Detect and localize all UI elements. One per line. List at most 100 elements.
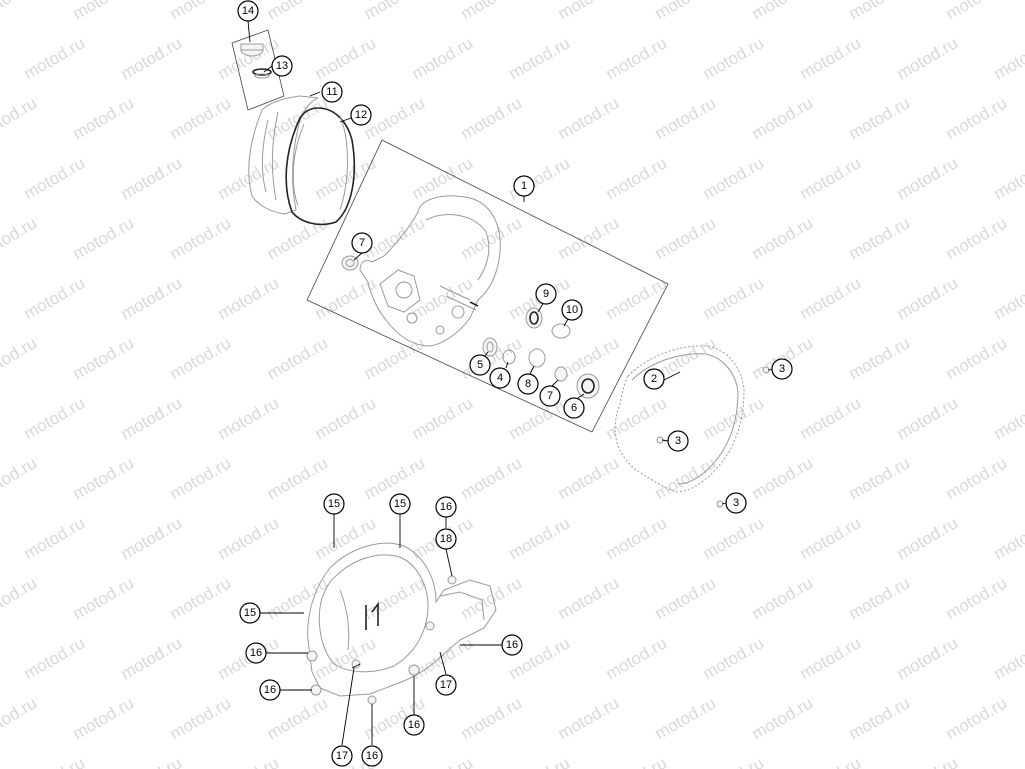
watermark-text: motod.ru (118, 273, 186, 323)
watermark-text: motod.ru (603, 273, 671, 323)
watermark-text: motod.ru (118, 633, 186, 683)
watermark-text: motod.ru (555, 453, 623, 503)
watermark-text: motod.ru (846, 213, 914, 263)
watermark-text: motod.ru (264, 333, 332, 383)
callout-2-label: 2 (651, 373, 657, 385)
watermark-text: motod.ru (312, 273, 380, 323)
callout-10: 10 (561, 299, 583, 321)
callout-3-label: 3 (733, 497, 739, 509)
callout-7-label: 7 (547, 390, 553, 402)
watermark-text: motod.ru (700, 273, 768, 323)
watermark-text: motod.ru (506, 513, 574, 563)
watermark-text: motod.ru (70, 573, 138, 623)
watermark-text: motod.ru (118, 393, 186, 443)
watermark-text: motod.ru (215, 33, 283, 83)
watermark-text: motod.ru (846, 0, 914, 23)
watermark-text: motod.ru (603, 633, 671, 683)
watermark-text: motod.ru (118, 33, 186, 83)
callout-13-label: 13 (276, 60, 288, 72)
callout-18: 18 (435, 528, 457, 550)
watermark-text: motod.ru (555, 693, 623, 743)
callout-15: 15 (323, 493, 345, 515)
watermark-text: motod.ru (21, 633, 89, 683)
watermark-text: motod.ru (652, 453, 720, 503)
watermark-text: motod.ru (264, 0, 332, 23)
watermark-text: motod.ru (0, 453, 40, 503)
leader-lines (247, 20, 773, 746)
watermark-text: motod.ru (894, 33, 962, 83)
callout-5: 5 (469, 354, 491, 376)
watermark-text: motod.ru (797, 633, 865, 683)
watermark-text: motod.ru (458, 0, 526, 23)
callout-7: 7 (539, 385, 561, 407)
watermark-text: motod.ru (215, 153, 283, 203)
watermark-text: motod.ru (0, 0, 40, 23)
watermark-text: motod.ru (458, 93, 526, 143)
watermark-text: motod.ru (846, 93, 914, 143)
callout-7: 7 (351, 232, 373, 254)
callout-12-label: 12 (355, 109, 367, 121)
watermark-text: motod.ru (0, 93, 40, 143)
callout-5-label: 5 (477, 359, 483, 371)
watermark-text: motod.ru (943, 333, 1011, 383)
watermark-text: motod.ru (21, 393, 89, 443)
callout-17-label: 17 (336, 750, 348, 762)
watermark-text: motod.ru (846, 573, 914, 623)
watermark-text: motod.ru (215, 753, 283, 769)
watermark-text: motod.ru (409, 393, 477, 443)
watermark-text: motod.ru (943, 0, 1011, 23)
callout-7-label: 7 (359, 237, 365, 249)
watermark-text: motod.ru (118, 513, 186, 563)
callout-3: 3 (771, 358, 793, 380)
watermark-text: motod.ru (894, 753, 962, 769)
callout-3-label: 3 (779, 363, 785, 375)
watermark-text: motod.ru (846, 333, 914, 383)
watermark-text: motod.ru (70, 333, 138, 383)
watermark-text: motod.ru (167, 333, 235, 383)
watermark-text: motod.ru (264, 693, 332, 743)
watermark-text: motod.ru (991, 753, 1025, 769)
callout-9: 9 (535, 283, 557, 305)
watermark-text: motod.ru (603, 33, 671, 83)
watermark-text: motod.ru (894, 393, 962, 443)
watermark-text: motod.ru (652, 693, 720, 743)
clutch-cover-window-assembly (231, 29, 356, 226)
watermark-text: motod.ru (749, 573, 817, 623)
watermark-text: motod.ru (21, 33, 89, 83)
watermark-text: motod.ru (943, 573, 1011, 623)
watermark-text: motod.ru (458, 453, 526, 503)
watermark-text: motod.ru (0, 213, 40, 263)
callout-13: 13 (271, 55, 293, 77)
watermark-text: motod.ru (991, 393, 1025, 443)
callout-16: 16 (361, 745, 383, 767)
watermark-text: motod.ru (118, 753, 186, 769)
watermark-text: motod.ru (797, 753, 865, 769)
callout-16: 16 (501, 634, 523, 656)
callout-3-label: 3 (675, 435, 681, 447)
callout-4-label: 4 (497, 372, 503, 384)
watermark-text: motod.ru (506, 753, 574, 769)
callout-16-label: 16 (440, 501, 452, 513)
watermark-text: motod.ru (0, 693, 40, 743)
watermark-text: motod.ru (215, 513, 283, 563)
watermark-text: motod.ru (603, 393, 671, 443)
gasket-assembly (614, 345, 770, 508)
watermark-text: motod.ru (118, 153, 186, 203)
watermark-text: motod.ru (846, 693, 914, 743)
watermark-text: motod.ru (797, 153, 865, 203)
watermark-text: motod.ru (700, 393, 768, 443)
watermark-text: motod.ru (749, 93, 817, 143)
callout-11: 11 (321, 81, 343, 103)
watermark-text: motod.ru (749, 213, 817, 263)
callout-12: 12 (350, 104, 372, 126)
callout-11-label: 11 (326, 86, 337, 98)
callout-16: 16 (245, 642, 267, 664)
callout-6-label: 6 (571, 402, 577, 414)
callout-4: 4 (489, 367, 511, 389)
callout-2: 2 (643, 368, 665, 390)
watermark-text: motod.ru (0, 333, 40, 383)
callout-15-label: 15 (244, 607, 256, 619)
watermark-text: motod.ru (652, 0, 720, 23)
watermark-text: motod.ru (943, 693, 1011, 743)
watermark-text: motod.ru (894, 513, 962, 563)
